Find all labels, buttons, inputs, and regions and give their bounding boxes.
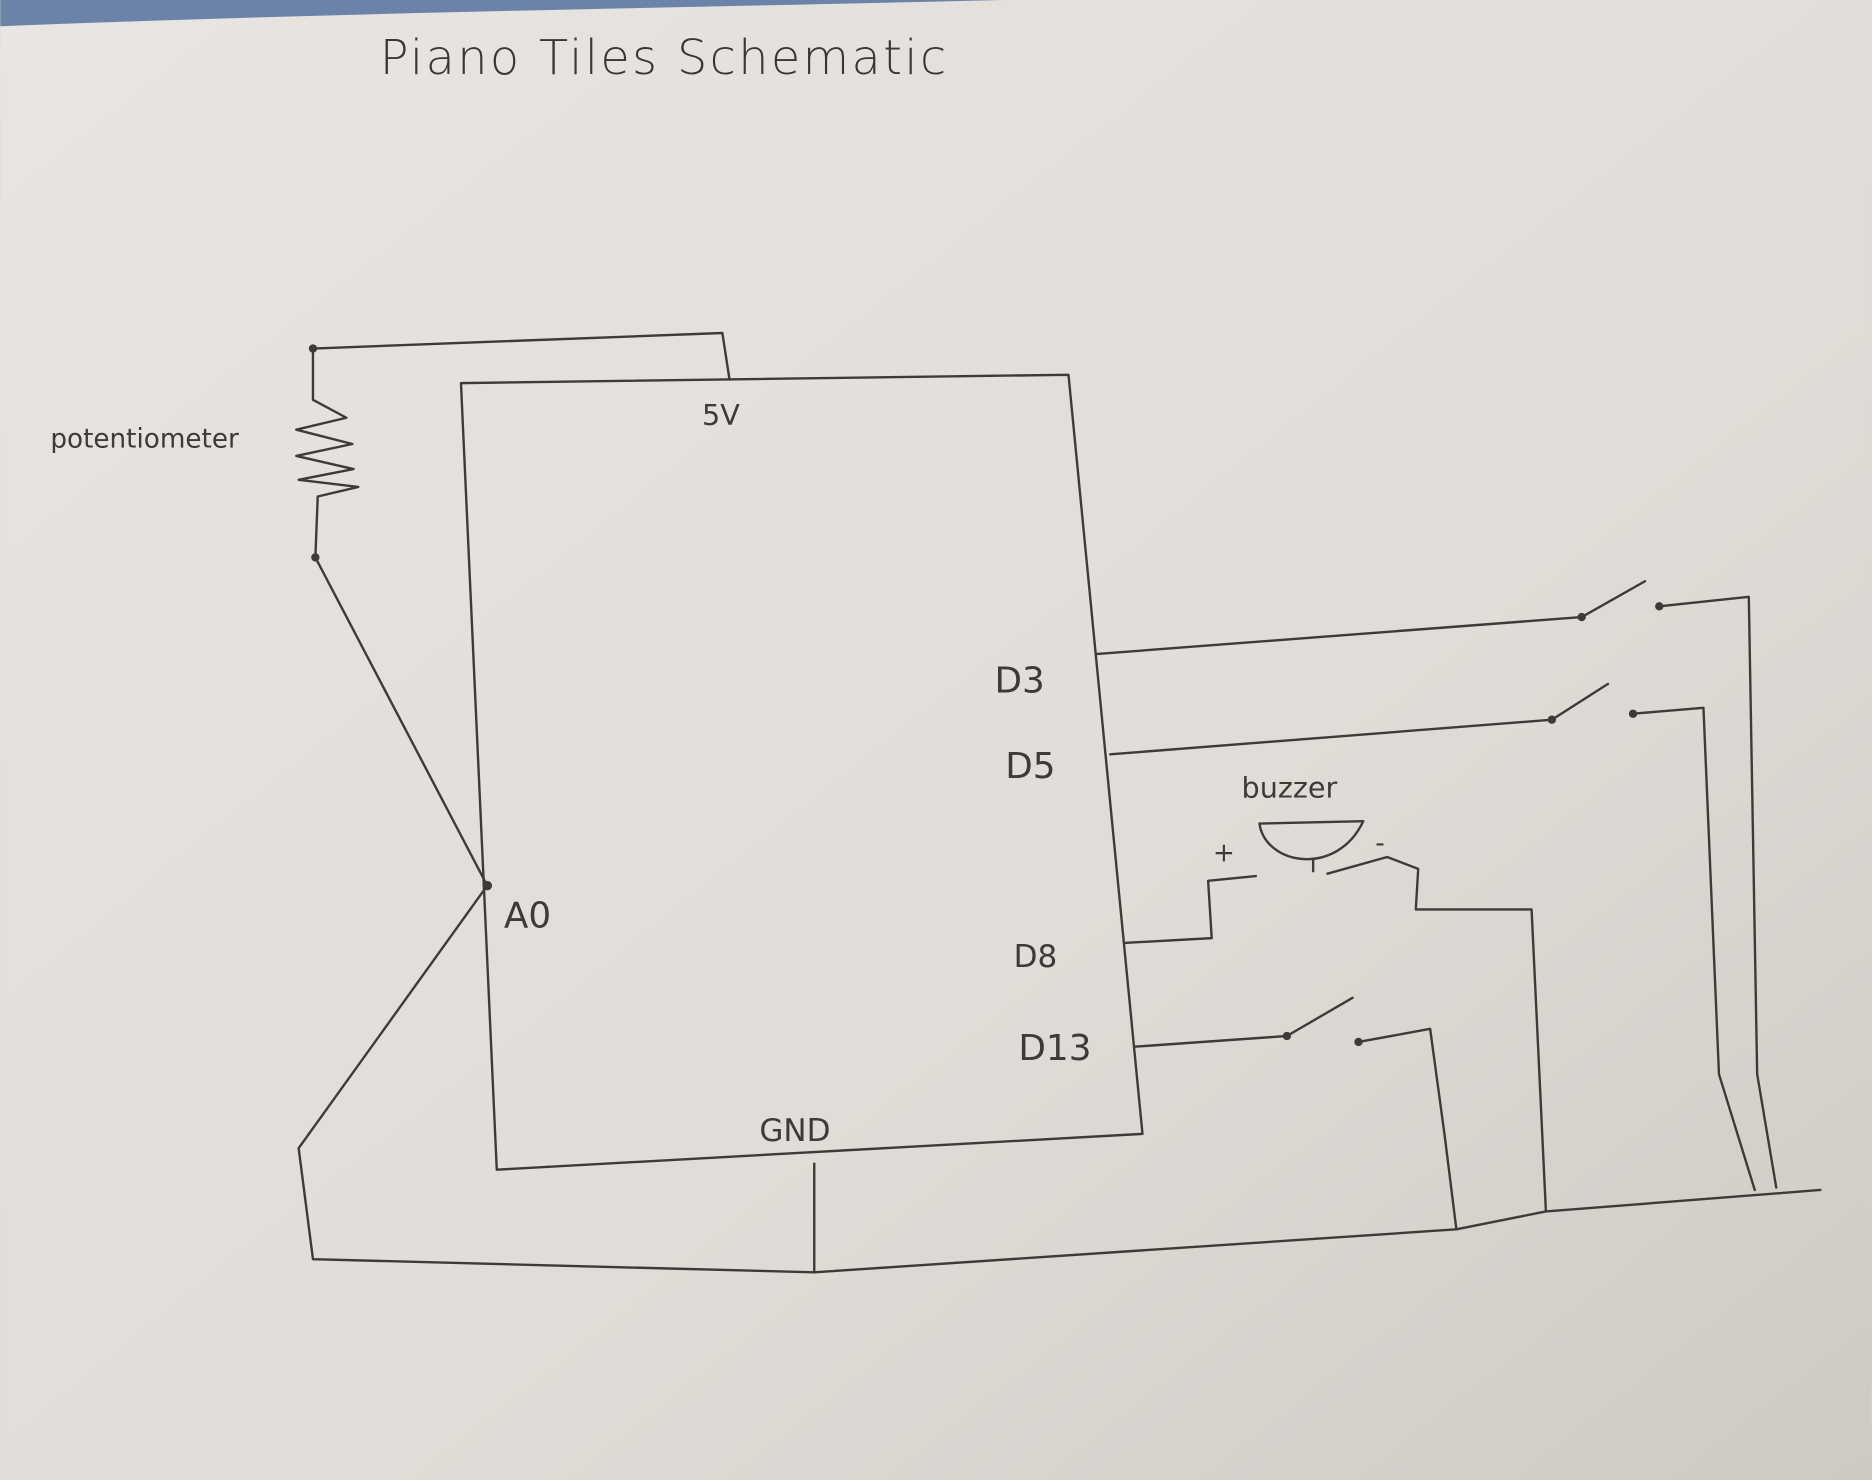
5v-pin-label: 5V	[702, 398, 740, 432]
potentiometer-circuit	[295, 331, 731, 887]
d13-pin-label: D13	[1018, 1028, 1091, 1069]
a0-pin-label: A0	[504, 895, 551, 936]
switch-d3	[1094, 580, 1778, 1189]
arduino-board	[459, 373, 1144, 1171]
buzzer-label: buzzer	[1242, 770, 1338, 804]
backdrop-strip	[0, 0, 1003, 27]
gnd-pin-label: GND	[759, 1113, 830, 1149]
d5-pin-label: D5	[1005, 746, 1055, 787]
switch-d5	[1109, 682, 1756, 1192]
d3-pin-label: D3	[994, 660, 1044, 701]
buzzer-plus-label: +	[1213, 839, 1235, 869]
buzzer	[1123, 819, 1548, 1213]
buzzer-minus-label: -	[1375, 829, 1384, 859]
potentiometer-label: potentiometer	[50, 425, 239, 455]
d8-pin-label: D8	[1014, 939, 1058, 975]
switch-d13	[1132, 996, 1458, 1231]
diagram-title: Piano Tiles Schematic	[380, 31, 949, 86]
